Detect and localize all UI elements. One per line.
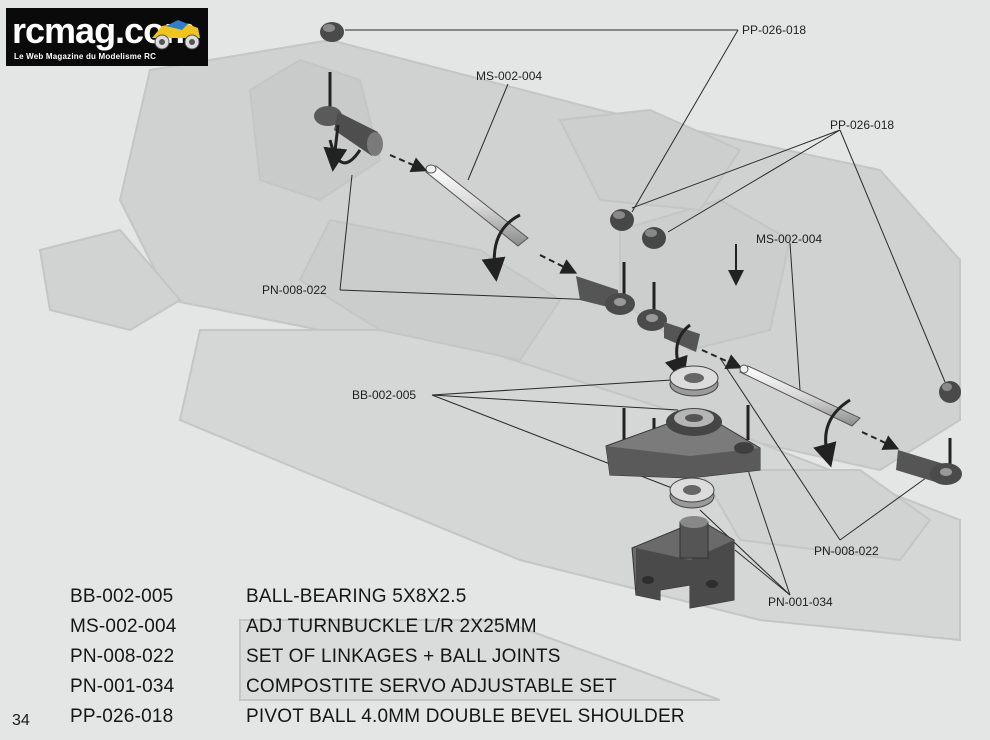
ball-joints-middle xyxy=(576,244,744,382)
ball-joint-right xyxy=(896,381,962,485)
callout-ms-right: MS-002-004 xyxy=(756,232,822,246)
callout-pp-top: PP-026-018 xyxy=(742,23,806,37)
callout-pn001: PN-001-034 xyxy=(768,595,833,609)
part-code: MS-002-004 xyxy=(70,616,177,637)
part-description: BALL-BEARING 5X8X2.5 xyxy=(246,586,467,607)
page-number: 34 xyxy=(12,712,30,729)
part-description: PIVOT BALL 4.0MM DOUBLE BEVEL SHOULDER xyxy=(246,706,685,727)
callout-pn008-left: PN-008-022 xyxy=(262,283,327,297)
logo-tagline: Le Web Magazine du Modelisme RC xyxy=(14,52,157,61)
part-description: COMPOSTITE SERVO ADJUSTABLE SET xyxy=(246,676,617,697)
pivot-balls-middle xyxy=(610,209,666,249)
part-code: PP-026-018 xyxy=(70,706,174,727)
part-code: PN-008-022 xyxy=(70,646,175,667)
servo-mount xyxy=(631,516,735,609)
callout-pp-right: PP-026-018 xyxy=(830,118,894,132)
part-description: ADJ TURNBUCKLE L/R 2X25MM xyxy=(246,616,537,637)
callout-bb: BB-002-005 xyxy=(352,388,416,402)
pivot-ball-top-left xyxy=(320,22,344,42)
servo-saver-body xyxy=(605,405,761,479)
callout-labels: PP-026-018 MS-002-004 PP-026-018 MS-002-… xyxy=(262,23,894,609)
ball-joint-left xyxy=(314,72,383,172)
callout-ms-top: MS-002-004 xyxy=(476,69,542,83)
rcmag-logo: rcmag.com Le Web Magazine du Modelisme R… xyxy=(6,8,208,66)
ball-bearing-upper xyxy=(669,365,719,397)
turnbuckle-rod-upper xyxy=(389,154,578,282)
callout-pn008-right: PN-008-022 xyxy=(814,544,879,558)
part-code: BB-002-005 xyxy=(70,586,174,607)
part-description: SET OF LINKAGES + BALL JOINTS xyxy=(246,646,561,667)
turnbuckle-rod-lower xyxy=(739,364,900,468)
rc-car-icon xyxy=(152,20,200,50)
part-code: PN-001-034 xyxy=(70,676,175,697)
ball-bearing-lower xyxy=(669,477,715,509)
